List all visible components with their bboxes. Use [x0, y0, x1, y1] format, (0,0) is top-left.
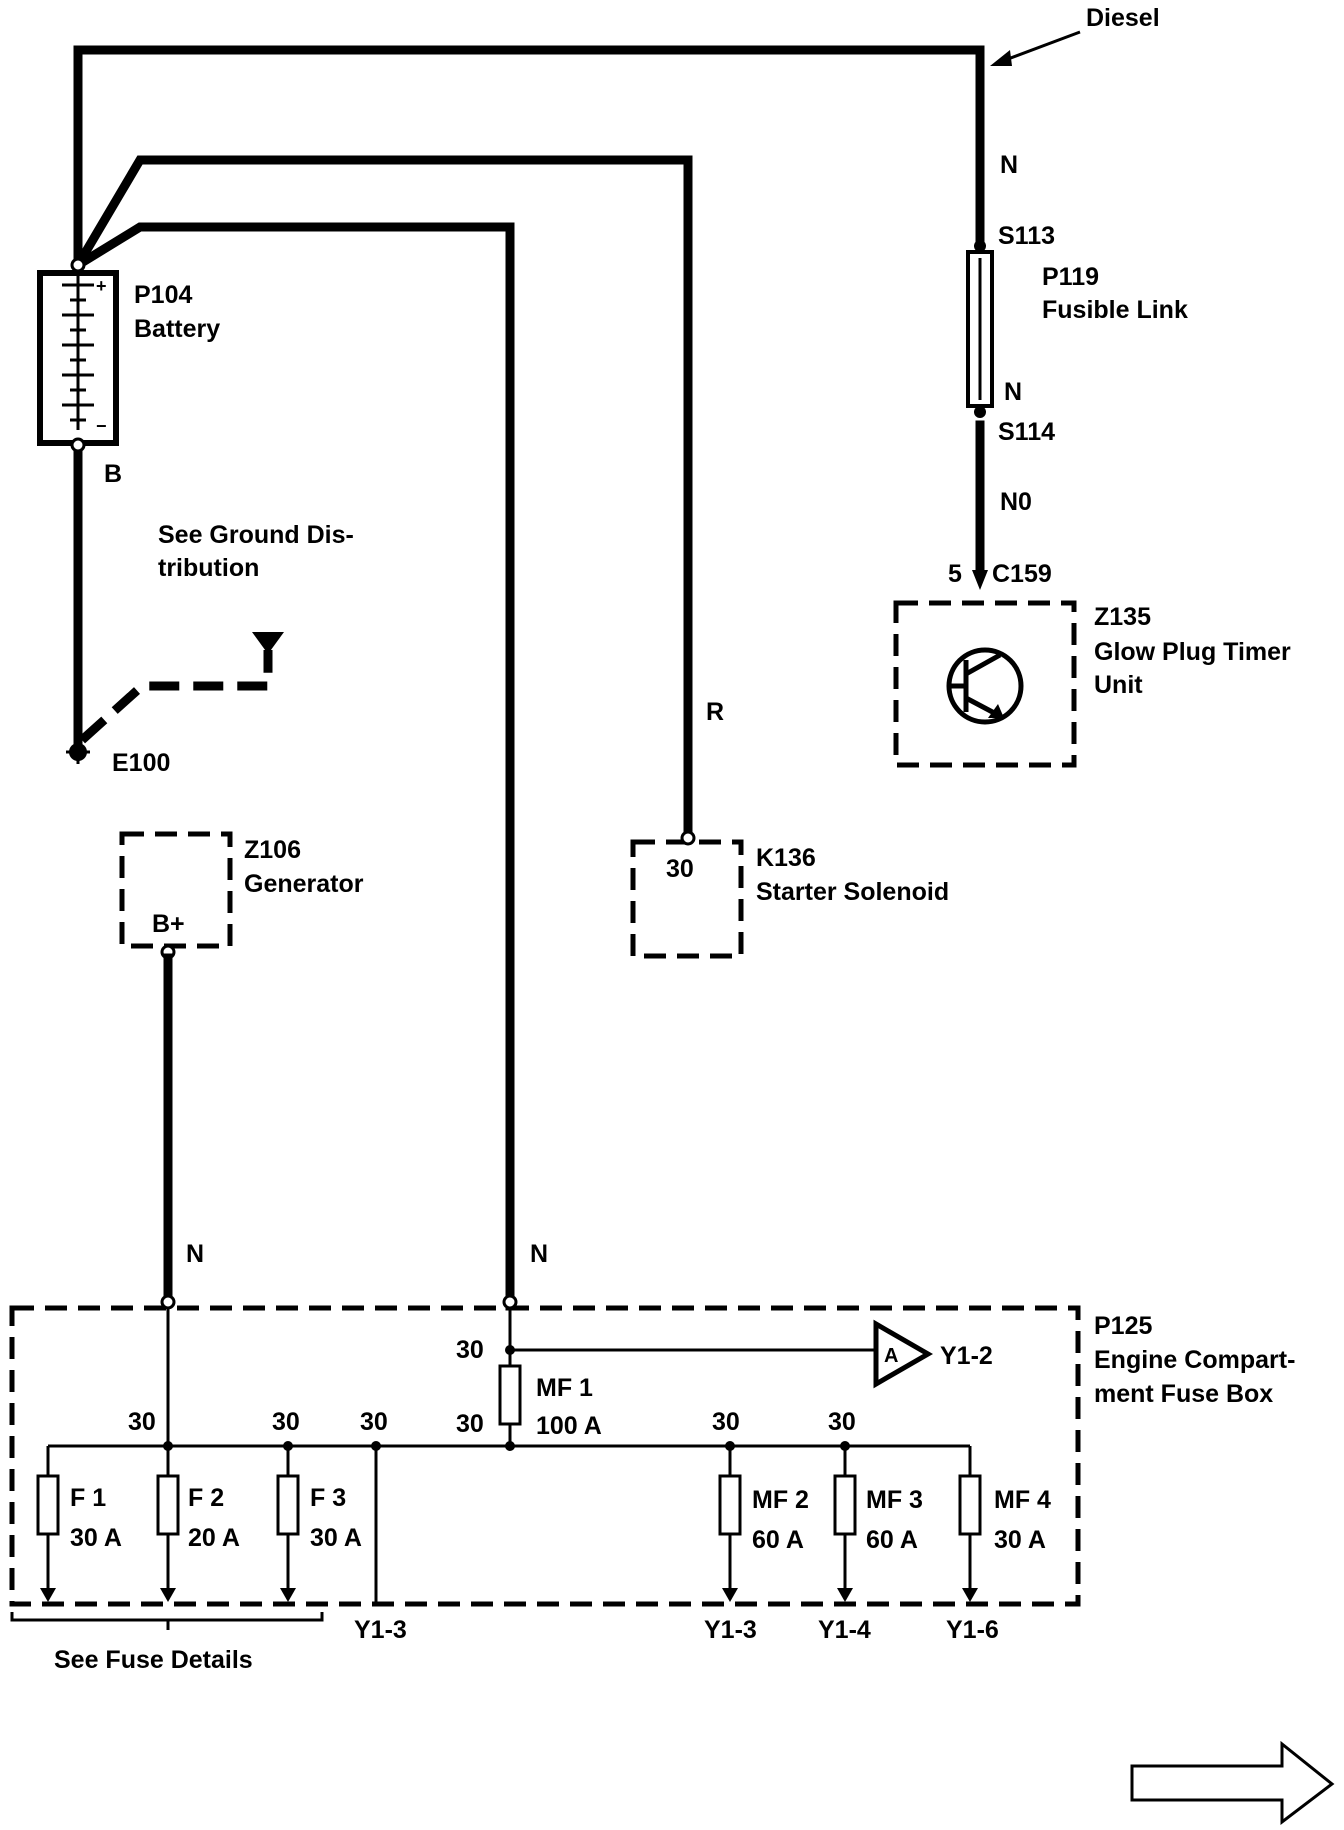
label-y1-4: Y1-4 [818, 1616, 871, 1644]
diesel-pointer-arrow [999, 30, 1081, 64]
label-wire-n-top: N [1000, 151, 1018, 179]
fuse-f3 [276, 1474, 300, 1536]
label-wire-n0: N0 [1000, 488, 1032, 516]
label-fusible-link: Fusible Link [1042, 296, 1188, 324]
label-f3-name: F 3 [310, 1484, 346, 1512]
label-pin30-mf1-top: 30 [456, 1336, 484, 1364]
connector-c159-icon [972, 570, 988, 590]
label-pin30-f2: 30 [128, 1408, 156, 1436]
label-fuse-box-line2: ment Fuse Box [1094, 1380, 1273, 1408]
label-glow-plug-line1: Glow Plug Timer [1094, 638, 1291, 666]
label-mf4-rating: 30 A [994, 1526, 1046, 1554]
next-page-arrow-icon [1130, 1740, 1335, 1826]
wire-battery-to-fusible-link [73, 45, 985, 270]
label-see-fuse-details: See Fuse Details [54, 1646, 253, 1674]
label-ground-dist-line2: tribution [158, 554, 259, 582]
fuse-mf3 [833, 1474, 857, 1536]
label-f1-rating: 30 A [70, 1524, 122, 1552]
engine-compartment-fuse-box-p125 [9, 1305, 1081, 1607]
label-mf1-rating: 100 A [536, 1412, 602, 1440]
label-mf2-name: MF 2 [752, 1486, 809, 1514]
label-f2-rating: 20 A [188, 1524, 240, 1552]
label-wire-n-generator: N [186, 1240, 204, 1268]
label-y1-6: Y1-6 [946, 1616, 999, 1644]
label-wire-n-mid: N [1004, 378, 1022, 406]
label-f3-rating: 30 A [310, 1524, 362, 1552]
reference-a-triangle [873, 1319, 934, 1389]
label-k136-pin: 30 [666, 855, 694, 883]
label-battery: Battery [134, 315, 220, 343]
fuse-f1 [36, 1474, 60, 1536]
label-pin30-mf1-bottom: 30 [456, 1410, 484, 1438]
label-y1-2: Y1-2 [940, 1342, 993, 1370]
fuse-f2 [156, 1474, 180, 1536]
ground-antenna-icon [252, 632, 284, 654]
label-c159: C159 [992, 560, 1052, 588]
label-wire-n-main: N [530, 1240, 548, 1268]
ground-distribution-branch [78, 650, 273, 744]
wire-battery-to-fuse-box [71, 222, 515, 1311]
battery-minus-sign: − [96, 416, 107, 436]
splice-s114-icon [974, 406, 986, 418]
battery-plus-sign: + [96, 276, 107, 296]
label-z106: Z106 [244, 836, 301, 864]
fuse-details-bracket [10, 1612, 324, 1622]
wire-battery-to-starter-solenoid [71, 155, 693, 843]
label-s113: S113 [998, 222, 1055, 250]
generator-z106 [119, 831, 233, 949]
label-mf3-rating: 60 A [866, 1526, 918, 1554]
label-p104: P104 [134, 281, 192, 309]
label-mf3-name: MF 3 [866, 1486, 923, 1514]
label-pin30-mf3: 30 [828, 1408, 856, 1436]
label-e100: E100 [112, 749, 170, 777]
splice-s113-icon [974, 240, 986, 252]
label-starter-solenoid: Starter Solenoid [756, 878, 949, 906]
label-glow-plug-line2: Unit [1094, 671, 1143, 699]
label-ground-dist-line1: See Ground Dis- [158, 521, 354, 549]
label-mf4-name: MF 4 [994, 1486, 1051, 1514]
fuse-mf4 [958, 1474, 982, 1536]
label-pin30-y1-3: 30 [360, 1408, 388, 1436]
label-diesel: Diesel [1086, 4, 1160, 32]
label-wire-b: B [104, 460, 122, 488]
label-y1-3-right: Y1-3 [704, 1616, 757, 1644]
label-f1-name: F 1 [70, 1484, 106, 1512]
fuse-mf1 [498, 1364, 522, 1426]
label-y1-3-left: Y1-3 [354, 1616, 407, 1644]
label-pin30-f3: 30 [272, 1408, 300, 1436]
label-k136: K136 [756, 844, 816, 872]
label-z135: Z135 [1094, 603, 1151, 631]
label-b-plus: B+ [152, 910, 185, 938]
label-fuse-box-line1: Engine Compart- [1094, 1346, 1295, 1374]
label-f2-name: F 2 [188, 1484, 224, 1512]
label-mf1-name: MF 1 [536, 1374, 593, 1402]
label-p119: P119 [1042, 263, 1099, 291]
glow-plug-timer-unit [893, 600, 1077, 768]
label-mf2-rating: 60 A [752, 1526, 804, 1554]
label-pin-5: 5 [948, 560, 962, 588]
label-generator: Generator [244, 870, 364, 898]
label-ref-a: A [884, 1345, 898, 1367]
label-p125: P125 [1094, 1312, 1152, 1340]
label-wire-r: R [706, 698, 724, 726]
label-s114: S114 [998, 418, 1055, 446]
fuse-mf2 [718, 1474, 742, 1536]
label-pin30-mf2: 30 [712, 1408, 740, 1436]
